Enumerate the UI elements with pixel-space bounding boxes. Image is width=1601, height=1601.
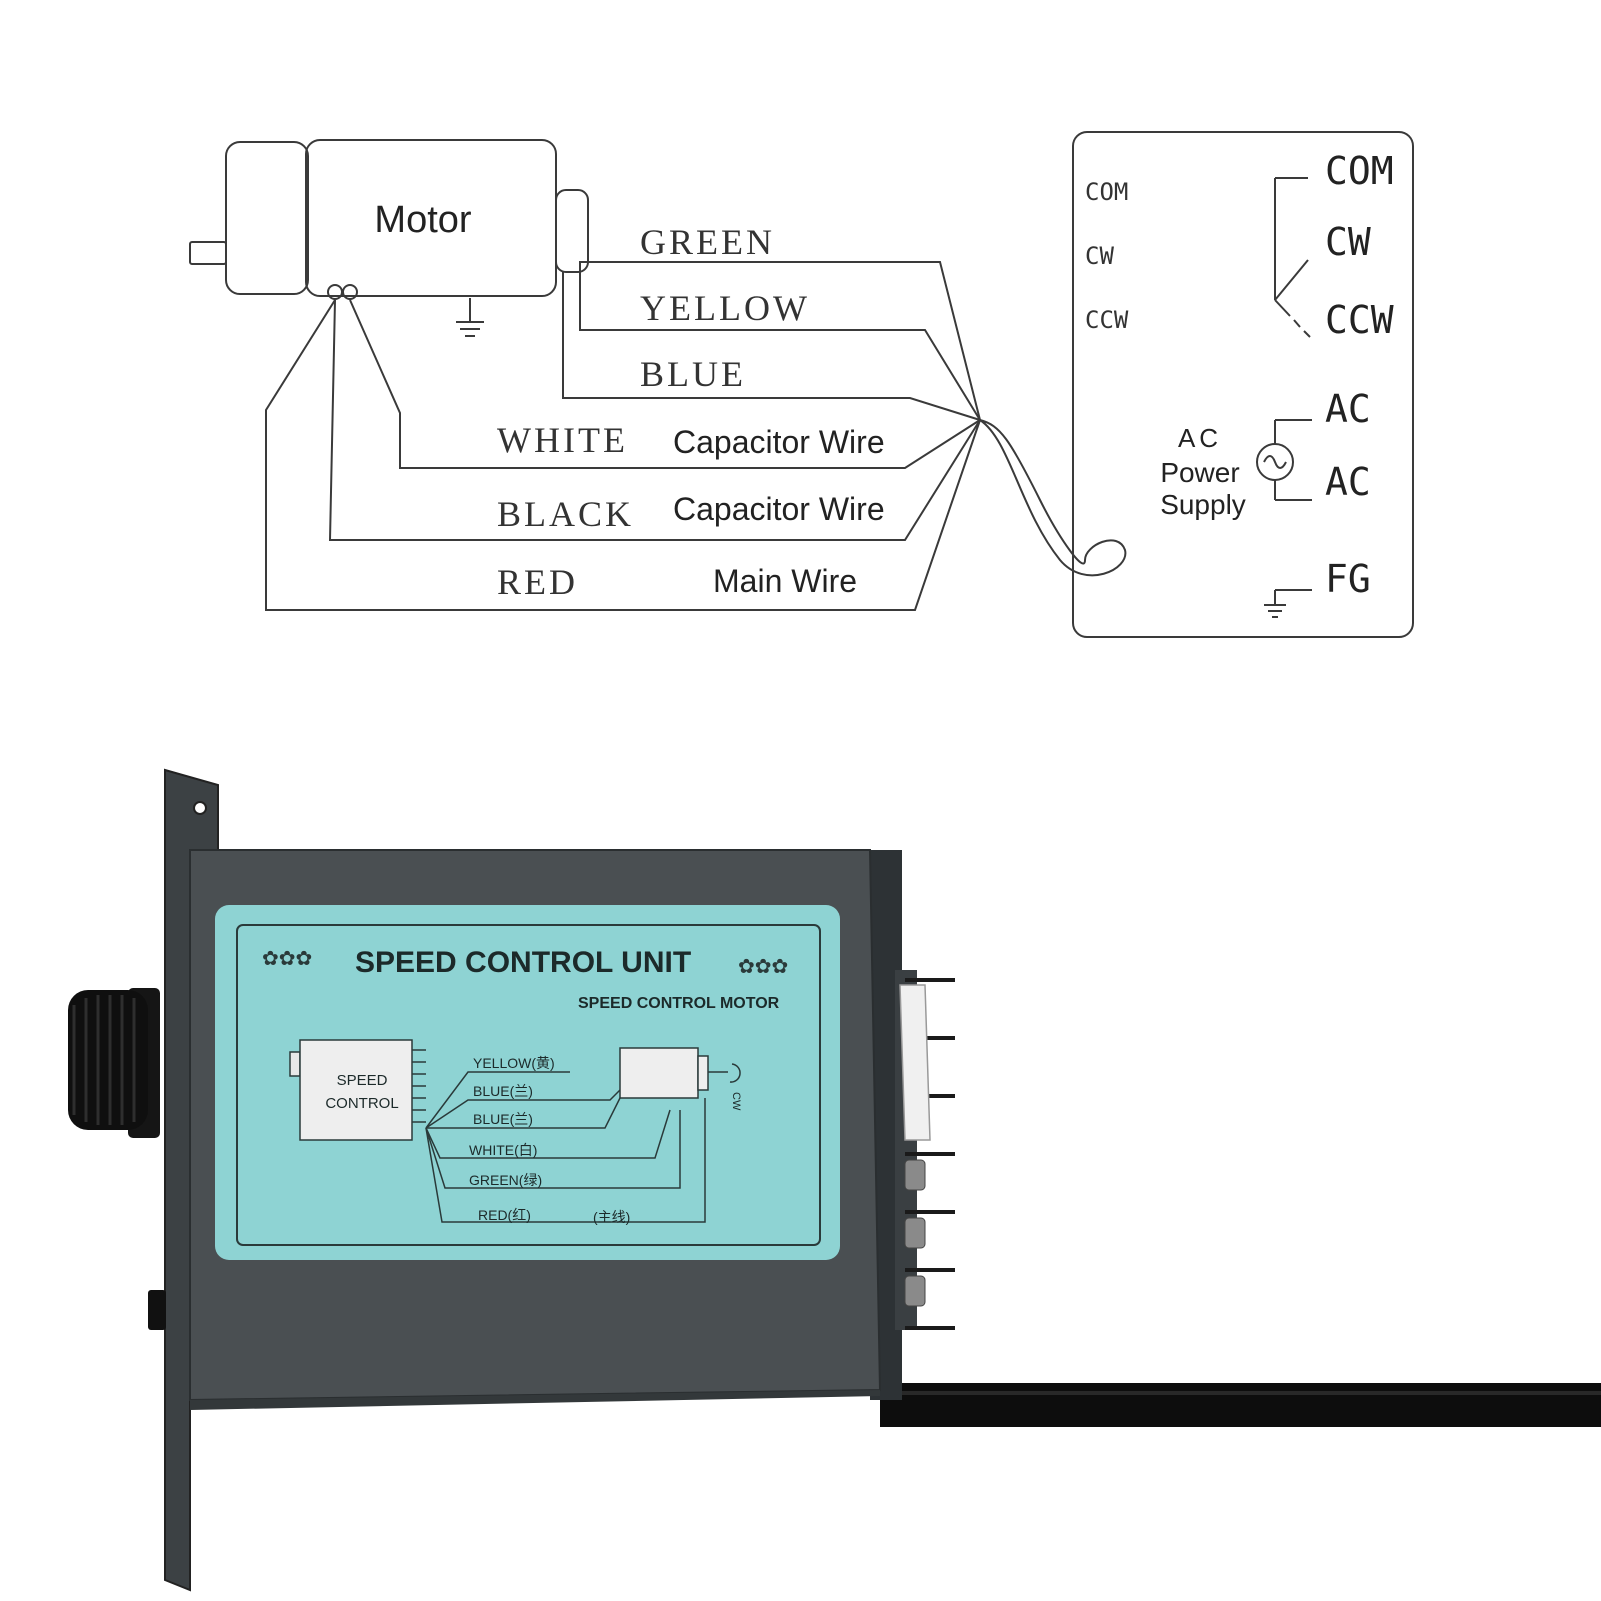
power-label-ac: AC [1178,423,1222,453]
wire-yellow [579,270,981,421]
motor-drawing [189,139,589,300]
wire-label-green: GREEN [640,222,775,262]
wire-note-black: Capacitor Wire [673,491,885,527]
motor-label: Motor [374,199,471,241]
label-title: SPEED CONTROL UNIT [355,946,691,979]
motor-icon [619,1047,741,1099]
direction-label: CW [730,1092,742,1111]
device-label: ✿✿✿ ✿✿✿ SPEED CONTROL UNIT SPEED CONTROL… [215,905,840,1260]
controller-label-1: SPEED [337,1072,388,1089]
label-wires [425,1071,706,1223]
label-wire-blue-1: BLUE(兰) [473,1083,533,1099]
label-decoration-left: ✿✿✿ [262,948,312,970]
controller-label-2: CONTROL [325,1095,398,1112]
controller-icon [289,1039,426,1141]
terminal-right-ccw: CCW [1325,298,1394,342]
fg-ground-icon [1264,589,1312,618]
ac-source-icon [1256,419,1312,501]
label-decoration-right: ✿✿✿ [738,956,788,978]
label-wire-yellow: YELLOW(黄) [473,1055,555,1071]
power-switch[interactable] [148,1290,166,1330]
power-cable [880,1383,1601,1427]
wire-green [579,261,981,421]
terminal-right-ac-1: AC [1325,387,1371,431]
terminal-left-com: COM [1085,178,1128,206]
label-wire-white: WHITE(白) [469,1142,537,1158]
wire-label-blue: BLUE [640,354,746,394]
wire-black [328,299,981,541]
wire-label-white: WHITE [497,420,628,460]
wire-label-yellow: YELLOW [640,288,810,328]
wire-red [265,299,981,611]
terminal-block [895,970,955,1330]
terminal-right-ac-2: AC [1325,460,1371,504]
wire-white [349,299,981,469]
mounting-hole [193,801,207,815]
wire-note-red: Main Wire [713,563,857,599]
label-wire-red: RED(红) [478,1207,531,1223]
motor-ground-icon [456,298,484,337]
speed-control-unit: ✿✿✿ ✿✿✿ SPEED CONTROL UNIT SPEED CONTROL… [68,768,1601,1592]
label-wire-green: GREEN(绿) [469,1172,542,1188]
wire-paths [265,261,1127,611]
wire-label-red: RED [497,562,578,602]
label-subtitle: SPEED CONTROL MOTOR [578,995,780,1012]
wire-note-white: Capacitor Wire [673,424,885,460]
terminal-right-fg: FG [1325,557,1371,601]
terminal-left-ccw: CCW [1085,306,1129,334]
terminal-box: COM CW CCW COM CW CCW AC AC FG [1072,131,1414,638]
wire-bundle [979,419,1127,577]
terminal-right-cw: CW [1325,220,1371,264]
switch-icon [1274,177,1311,338]
power-label-supply: Supply [1160,489,1246,520]
terminal-cover [899,984,931,1141]
label-wire-blue-2: BLUE(兰) [473,1111,533,1127]
wire-blue [562,272,981,421]
speed-knob[interactable] [68,988,160,1138]
terminal-right-com: COM [1325,149,1394,193]
terminal-left-cw: CW [1085,242,1114,270]
power-label-power: Power [1160,457,1239,488]
label-main-wire-note: (主线) [593,1209,630,1225]
wiring-diagram: Motor GREEN YELLOW BLUE [189,131,1414,638]
wire-label-black: BLACK [497,494,634,534]
